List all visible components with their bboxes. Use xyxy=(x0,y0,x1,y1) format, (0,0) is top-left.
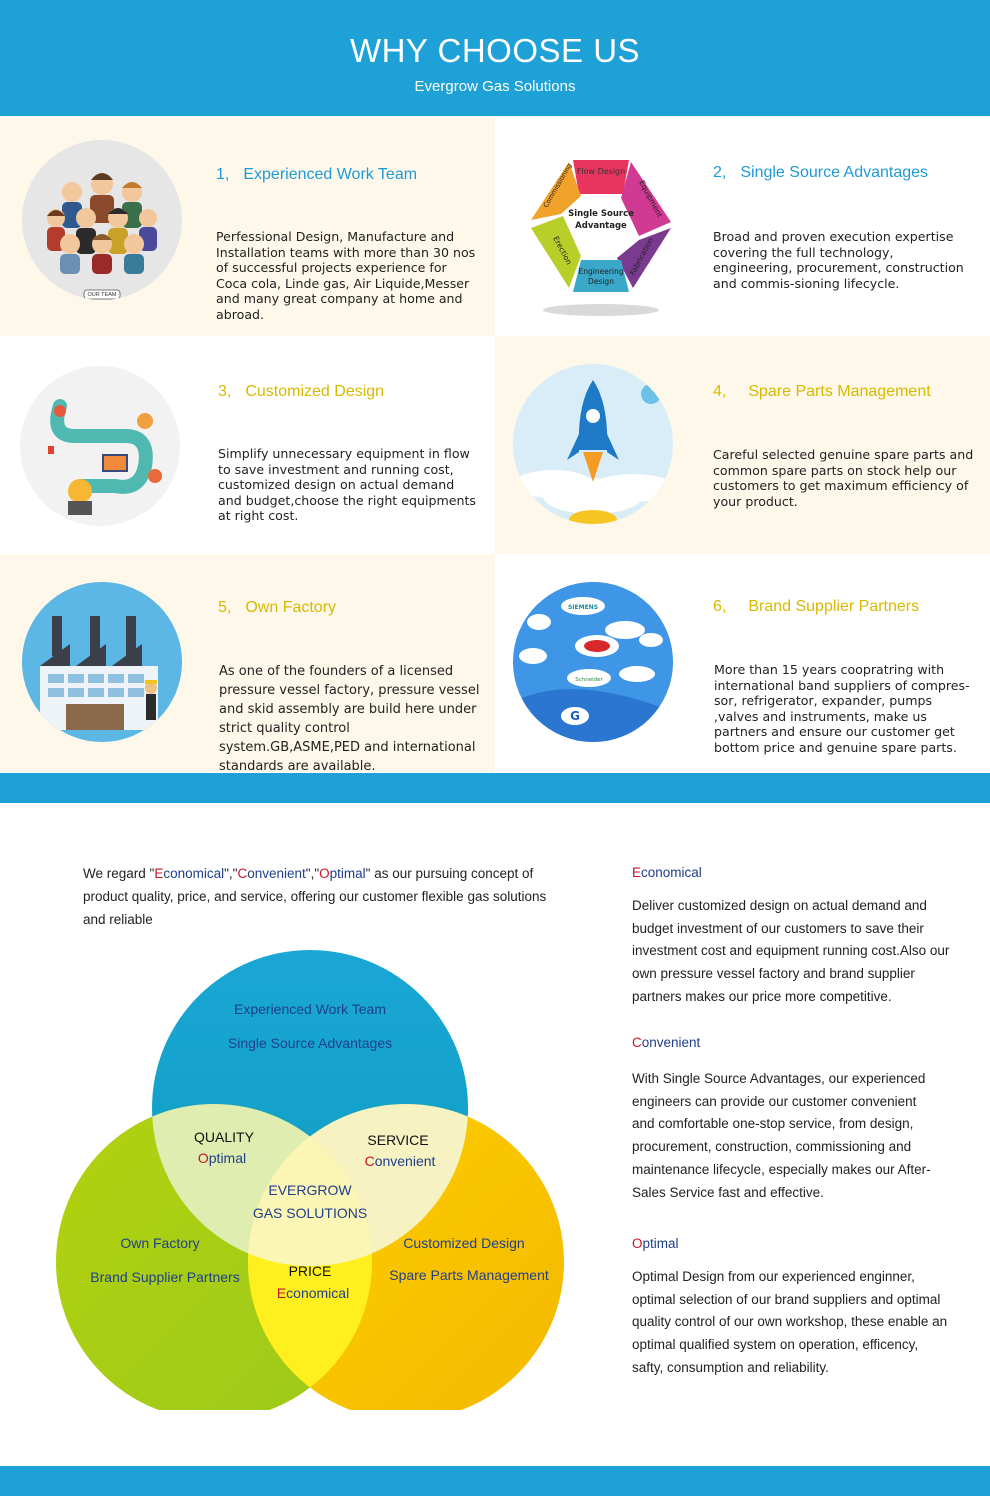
venn-top-line2: Single Source Advantages xyxy=(227,1035,393,1051)
feature-desc-brand-suppliers: More than 15 years coopratring with inte… xyxy=(714,662,970,755)
page-title: WHY CHOOSE US xyxy=(349,32,641,69)
feature-desc-customized-design: Simplify unnecessary equipment in flow t… xyxy=(218,446,476,523)
venn-service-label: SERVICE xyxy=(367,1132,429,1148)
design-illustration xyxy=(20,366,180,526)
venn-right-line2: Spare Parts Management xyxy=(389,1267,549,1283)
venn-left-line1: Own Factory xyxy=(120,1235,200,1251)
venn-right-line1: Customized Design xyxy=(403,1235,525,1251)
footer-band xyxy=(0,1466,990,1496)
our-team-caption: OUR TEAM xyxy=(87,292,117,298)
economical-desc: Deliver customized design on actual dema… xyxy=(632,898,950,1004)
economical-heading: Economical xyxy=(632,865,702,880)
feature-card-brand-suppliers: SIEMENS Schneider G 6,Brand Supplier Par… xyxy=(495,554,990,772)
optimal-desc: Optimal Design from our experienced engi… xyxy=(632,1269,948,1375)
venn-diagram xyxy=(56,950,564,1410)
feature-card-customized-design: 3,Customized Design Simplify unnecessary… xyxy=(0,336,495,554)
venn-center-line1: EVERGROW xyxy=(268,1182,352,1198)
optimal-heading: Optimal xyxy=(632,1236,679,1251)
venn-center xyxy=(248,1104,372,1266)
svg-text:Engineering: Engineering xyxy=(579,267,624,276)
venn-quality-sub: Optimal xyxy=(197,1150,247,1166)
rocket-icon xyxy=(513,364,673,524)
svg-text:Single Source: Single Source xyxy=(568,209,634,219)
rocket-illustration xyxy=(513,364,673,524)
team-people-icon xyxy=(22,140,182,300)
feature-desc-own-factory: As one of the founders of a licensed pre… xyxy=(219,664,480,774)
convenient-heading: Convenient xyxy=(632,1035,701,1050)
feature-title-spare-parts: 4,Spare Parts Management xyxy=(713,383,931,400)
convenient-desc: With Single Source Advantages, our exper… xyxy=(632,1071,931,1200)
factory-illustration xyxy=(22,582,182,742)
concept-intro: We regard "Economical","Convenient","Opt… xyxy=(83,866,547,927)
header-banner: WHY CHOOSE US Evergrow Gas Solutions xyxy=(0,0,990,116)
feature-title-customized-design: 3,Customized Design xyxy=(218,383,385,400)
factory-icon xyxy=(22,582,182,742)
feature-title-single-source: 2,Single Source Advantages xyxy=(713,164,929,181)
feature-desc-single-source: Broad and proven execution expertise cov… xyxy=(713,229,964,291)
feature-desc-experienced-team: Perfessional Design, Manufacture and Ins… xyxy=(216,229,476,322)
page-subtitle: Evergrow Gas Solutions xyxy=(414,78,576,95)
feature-title-experienced-team: 1,Experienced Work Team xyxy=(216,166,418,183)
venn-left-line2: Brand Supplier Partners xyxy=(90,1269,240,1285)
brand-cloud-illustration: SIEMENS Schneider G xyxy=(513,582,673,742)
venn-service-sub: Convenient xyxy=(364,1153,436,1169)
venn-top-line1: Experienced Work Team xyxy=(234,1001,386,1017)
svg-text:SIEMENS: SIEMENS xyxy=(568,604,598,611)
feature-title-own-factory: 5,Own Factory xyxy=(218,599,337,616)
svg-text:Schneider: Schneider xyxy=(575,677,603,683)
venn-price-sub: Economical xyxy=(276,1285,350,1301)
feature-card-own-factory: 5,Own Factory As one of the founders of … xyxy=(0,554,495,774)
venn-quality-label: QUALITY xyxy=(194,1129,254,1145)
feature-card-experienced-team: OUR TEAM 1,Experienced Work Team Perfess… xyxy=(0,118,495,336)
single-source-cycle-icon: Flow Design Single Source Advantage Engi… xyxy=(531,160,671,316)
venn-center-line2: GAS SOLUTIONS xyxy=(252,1205,368,1221)
svg-text:Design: Design xyxy=(588,277,614,286)
feature-card-single-source: Flow Design Single Source Advantage Engi… xyxy=(495,118,990,336)
cycle-flow-design: Flow Design xyxy=(577,167,625,176)
feature-desc-spare-parts: Careful selected genuine spare parts and… xyxy=(713,447,974,509)
design-process-icon xyxy=(20,366,180,526)
team-illustration: OUR TEAM xyxy=(22,140,182,300)
svg-text:G: G xyxy=(570,709,580,723)
feature-card-spare-parts: 4,Spare Parts Management Careful selecte… xyxy=(495,336,990,554)
venn-price-label: PRICE xyxy=(288,1263,332,1279)
svg-text:Advantage: Advantage xyxy=(575,221,627,231)
section-divider-band xyxy=(0,773,990,803)
brand-logos-icon: SIEMENS Schneider G xyxy=(513,582,673,742)
feature-title-brand-suppliers: 6,Brand Supplier Partners xyxy=(713,598,920,615)
